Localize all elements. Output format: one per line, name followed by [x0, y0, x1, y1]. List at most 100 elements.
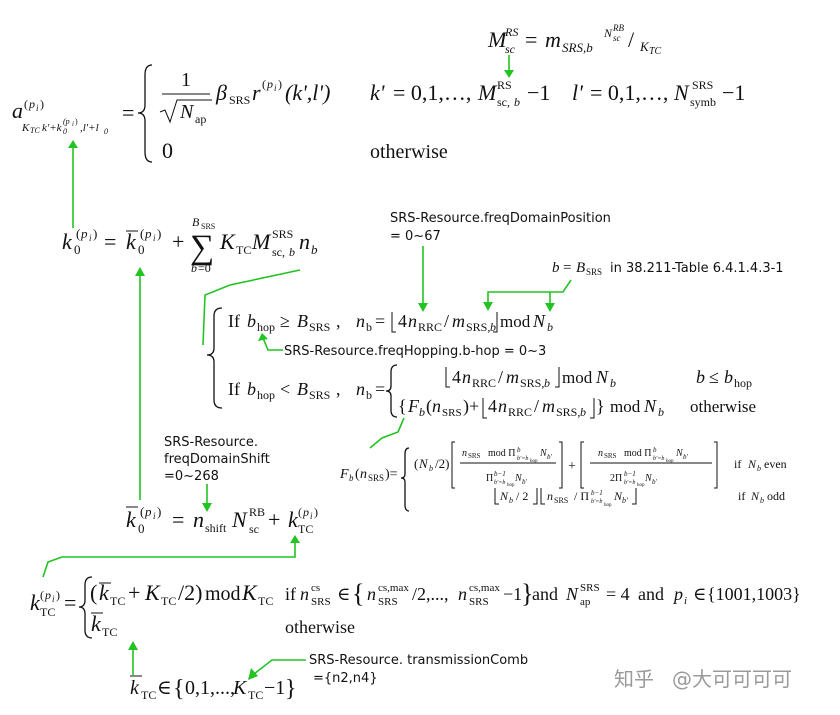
svg-text:,: , — [336, 311, 341, 331]
b-to-msrs-arrowhead — [483, 302, 493, 311]
svg-text:b: b — [366, 320, 372, 334]
svg-text:b': b' — [522, 478, 528, 486]
svg-text:b': b' — [622, 496, 628, 505]
freq-hopping-label: SRS-Resource.freqHopping.b-hop = 0~3 — [284, 344, 546, 359]
svg-text:B: B — [192, 215, 200, 229]
svg-text:k: k — [30, 590, 41, 615]
svg-text:mod Π: mod Π — [488, 448, 516, 459]
svg-text:(: ( — [414, 456, 418, 471]
svg-text:b'=b: b'=b — [591, 499, 602, 505]
svg-text:): ) — [278, 77, 282, 91]
svg-text:4: 4 — [452, 367, 461, 387]
watermark-author: @大可可可可 — [672, 667, 792, 691]
svg-text:=: = — [104, 229, 116, 254]
svg-text:N: N — [747, 457, 757, 471]
svg-text:i: i — [72, 120, 74, 128]
svg-text:n: n — [432, 396, 441, 416]
svg-text:sc,: sc, — [272, 245, 285, 259]
svg-text:hop: hop — [507, 483, 515, 488]
svg-text:i: i — [89, 233, 92, 243]
b-to-nb-arrowhead — [545, 303, 555, 312]
svg-text:/ 2: / 2 — [516, 489, 528, 503]
svg-text:hop: hop — [637, 483, 645, 488]
svg-text:N: N — [613, 489, 623, 503]
k0-to-a-arrowhead — [68, 140, 78, 148]
svg-text:sc,: sc, — [497, 95, 510, 109]
svg-text:RS: RS — [497, 78, 512, 92]
b-to-msrs-arrow — [487, 279, 572, 305]
nb-to-if-arrow — [202, 269, 301, 346]
svg-text:SRS: SRS — [309, 320, 330, 334]
svg-text:i: i — [684, 595, 687, 607]
svg-text:(: ( — [426, 396, 432, 417]
svg-text:RS: RS — [504, 25, 518, 39]
svg-text:ap: ap — [195, 112, 206, 126]
svg-text:=: = — [563, 260, 571, 276]
svg-text:cs,max: cs,max — [469, 582, 500, 594]
svg-text:N: N — [603, 26, 613, 40]
svg-text:n: n — [462, 448, 467, 459]
freq-domain-position-range: = 0~67 — [390, 229, 441, 244]
fb-arrow — [369, 417, 405, 449]
svg-text:m: m — [542, 396, 555, 416]
svg-text:K: K — [639, 39, 650, 54]
svg-text:=: = — [525, 27, 537, 52]
svg-text:∈: ∈ — [693, 584, 706, 604]
svg-text:p: p — [80, 226, 88, 241]
svg-text:SRS,: SRS, — [556, 405, 580, 419]
svg-text:/2): /2) — [435, 456, 449, 471]
svg-text:p: p — [266, 77, 273, 91]
ktcbar-set: k TC ∈ { 0,1,..., K TC −1 } — [130, 675, 297, 702]
svg-text:p: p — [144, 504, 152, 519]
svg-text:n: n — [498, 396, 507, 416]
svg-text:0: 0 — [162, 138, 173, 163]
svg-text:p: p — [302, 505, 309, 519]
svg-text:RRC: RRC — [472, 376, 496, 390]
svg-text:SRS: SRS — [586, 267, 602, 277]
svg-text:b: b — [366, 388, 372, 402]
svg-text:hop: hop — [666, 459, 674, 464]
svg-text:4: 4 — [488, 396, 497, 416]
b-bsrs-reference: in 38.211-Table 6.4.1.4.3-1 — [610, 261, 784, 276]
k0-formula: k 0 ( p i ) = k 0 ( p i ) + B SRS ∑ b =0… — [62, 215, 318, 275]
if-5: if — [285, 584, 296, 604]
svg-text:+: + — [172, 229, 184, 254]
svg-text:l': l' — [572, 80, 583, 105]
svg-text:0: 0 — [74, 242, 81, 257]
svg-text:0,1,...,: 0,1,..., — [185, 677, 235, 699]
svg-text:k: k — [126, 507, 137, 532]
svg-text:sc: sc — [505, 42, 516, 56]
svg-text:}: } — [521, 579, 533, 608]
ktc-formula: k ( p i ) TC = ( k TC + K TC /2) mod K T… — [30, 576, 801, 639]
svg-text:b−1: b−1 — [494, 470, 506, 478]
svg-text:n: n — [462, 367, 471, 387]
svg-text:N: N — [644, 473, 653, 484]
svg-text:}: } — [285, 676, 297, 702]
svg-text:(: ( — [355, 467, 360, 482]
svg-text:N: N — [673, 80, 690, 105]
svg-text:b: b — [247, 379, 256, 399]
svg-text:n: n — [547, 489, 553, 503]
and-1: and — [532, 584, 558, 604]
svg-text:{: { — [173, 676, 185, 702]
msc-definition: M RS sc = m SRS,b N RB sc / K TC — [487, 23, 662, 57]
svg-text:TC: TC — [258, 594, 273, 608]
svg-text:2Π: 2Π — [610, 473, 622, 484]
svg-text:b: b — [419, 405, 425, 419]
svg-text:b: b — [247, 311, 256, 331]
svg-text:TC: TC — [141, 688, 156, 702]
svg-text:RRC: RRC — [508, 405, 532, 419]
freq-shift-arrowhead — [202, 503, 212, 512]
svg-text:k': k' — [370, 80, 385, 105]
svg-text:N: N — [595, 367, 609, 387]
svg-text:b: b — [580, 405, 586, 419]
svg-text:b: b — [429, 464, 433, 473]
svg-text:n: n — [360, 467, 367, 482]
svg-text:b−1: b−1 — [624, 470, 636, 478]
svg-text:−1: −1 — [503, 584, 522, 604]
svg-text:b'=b: b'=b — [494, 480, 505, 486]
svg-text:TC: TC — [40, 605, 55, 619]
svg-text:/: / — [444, 311, 449, 331]
svg-text:p: p — [144, 226, 152, 241]
svg-text:sc: sc — [613, 33, 621, 43]
